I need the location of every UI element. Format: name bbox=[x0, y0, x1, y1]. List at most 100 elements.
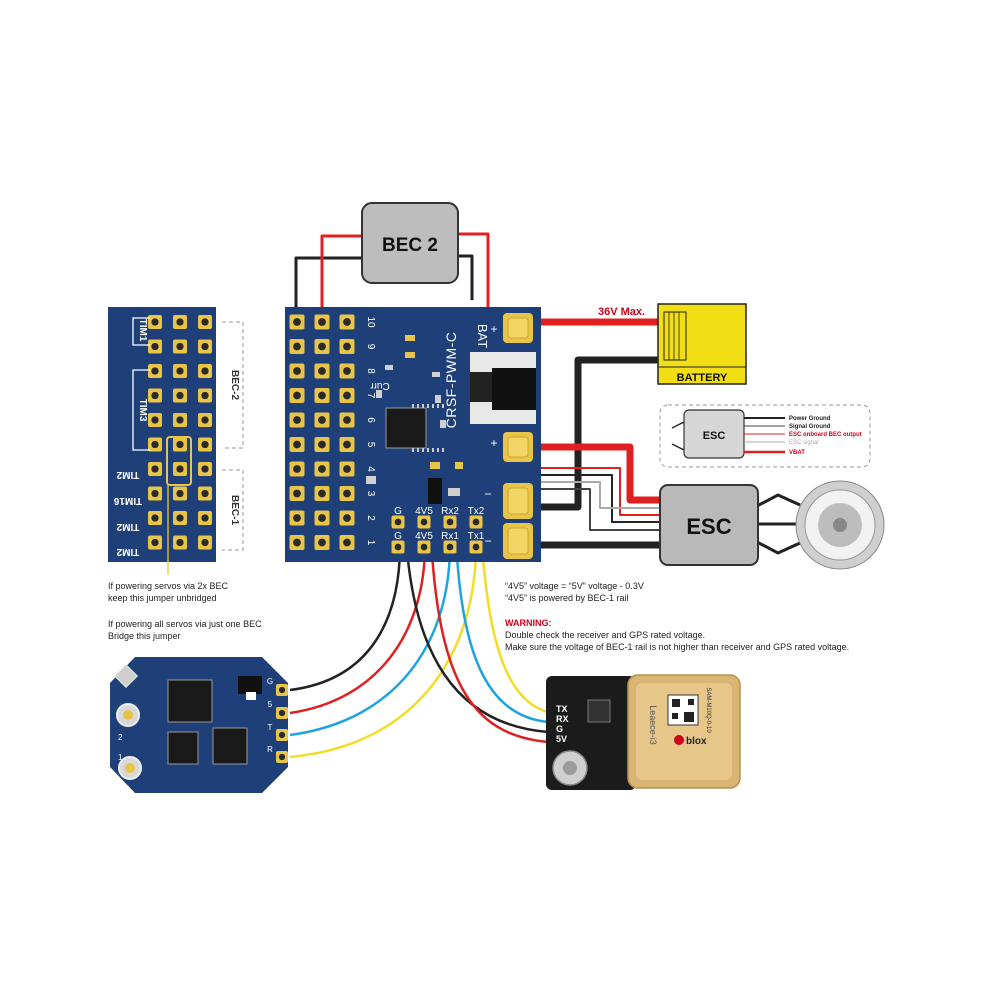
tim3-bracket bbox=[132, 369, 150, 451]
channel-number: 7 bbox=[365, 393, 376, 399]
pad-hole bbox=[394, 543, 402, 551]
pad-hole bbox=[318, 489, 326, 498]
smd-component bbox=[366, 476, 376, 484]
pad-hole bbox=[201, 489, 209, 498]
esc-red-power-lead bbox=[525, 443, 662, 504]
pad-hole bbox=[176, 538, 184, 547]
receiver-chip-2 bbox=[167, 731, 199, 765]
rx-black-wire bbox=[289, 544, 402, 692]
pad-hole bbox=[151, 342, 159, 351]
pad-hole bbox=[151, 416, 159, 424]
rx-yellow-wire bbox=[289, 544, 478, 759]
note-line: If powering servos via 2x BEC bbox=[108, 581, 229, 591]
curr-label: Curr bbox=[370, 380, 390, 391]
bec1-rail-label: BEC-1 bbox=[229, 495, 240, 525]
bec2-module: BEC 2 bbox=[361, 202, 459, 284]
chip-pin bbox=[427, 404, 429, 408]
note-line: keep this jumper unbridged bbox=[108, 593, 217, 603]
warning-note: WARNING: Double check the receiver and G… bbox=[505, 617, 849, 653]
receiver-pads bbox=[276, 684, 288, 763]
chip-pin bbox=[412, 404, 414, 408]
tim-label: TIM1 bbox=[137, 319, 148, 342]
receiver-pad-label: T bbox=[268, 723, 273, 732]
tim-label: TIM2 bbox=[116, 521, 139, 532]
pad-hole bbox=[318, 416, 326, 424]
pad-hole bbox=[318, 514, 326, 522]
channel-number: 8 bbox=[365, 368, 376, 374]
receiver-button bbox=[113, 663, 139, 689]
pad-hole bbox=[201, 465, 209, 473]
gps-pin-label: RX bbox=[556, 714, 569, 724]
receiver-pad-label: R bbox=[267, 745, 273, 754]
esc-legend-text-bec-output: ESC onboard BEC output bbox=[789, 432, 862, 438]
channel-number: 2 bbox=[365, 515, 376, 521]
channel-number: 6 bbox=[365, 417, 376, 423]
gps-brand-logo bbox=[674, 735, 684, 745]
pad-hole bbox=[151, 440, 159, 449]
pad-hole bbox=[176, 440, 184, 449]
chip-pin bbox=[432, 404, 434, 408]
note-line: “4V5” is powered by BEC-1 rail bbox=[505, 593, 629, 603]
pad-hole bbox=[201, 318, 209, 326]
pad-hole bbox=[201, 391, 209, 400]
bec2-box bbox=[361, 202, 459, 284]
battery-label: BATTERY bbox=[677, 372, 728, 384]
pad-hole bbox=[472, 518, 480, 526]
receiver-antenna-connector-1-core bbox=[123, 710, 133, 720]
gps-red-wire bbox=[428, 511, 549, 744]
bec1-rail-bracket bbox=[222, 469, 244, 551]
pad-hole bbox=[278, 709, 286, 717]
receiver-pad-label: 5 bbox=[268, 700, 273, 709]
pad-hole bbox=[318, 342, 326, 351]
esc-legend-text-vbat: VBAT bbox=[789, 450, 805, 456]
gps-antenna-patch-face bbox=[636, 683, 732, 780]
chip-pin bbox=[427, 448, 429, 452]
gps-pin-label: TX bbox=[556, 704, 568, 714]
note-line: “4V5” voltage = “5V” voltage - 0.3V bbox=[505, 581, 644, 591]
rx-blue-wire bbox=[289, 544, 452, 737]
pad-hole bbox=[151, 489, 159, 498]
uart-labels-bottom: G 4V5 Rx1 Tx1 bbox=[394, 531, 485, 542]
esc-legend-label: ESC bbox=[703, 430, 726, 442]
bec2-red-wire bbox=[320, 234, 362, 318]
smd-component bbox=[430, 462, 440, 469]
battery-connector bbox=[663, 311, 687, 361]
pad-hole bbox=[176, 318, 184, 326]
chip-pin bbox=[422, 448, 424, 452]
tim-label: TIM2 bbox=[116, 469, 139, 480]
chip-pin bbox=[442, 404, 444, 408]
jumper-note-unbridged: If powering servos via 2x BEC keep this … bbox=[108, 580, 228, 604]
battery-connector-lines bbox=[668, 312, 680, 360]
pad-hole bbox=[420, 518, 428, 526]
pad-hole bbox=[278, 753, 286, 761]
pad-hole bbox=[151, 391, 159, 400]
motor-wire-3 bbox=[756, 540, 801, 555]
gps-black-wire bbox=[403, 511, 549, 734]
uart-label: Rx2 bbox=[441, 506, 459, 517]
gps-backup-battery-center bbox=[563, 761, 577, 775]
esc-legend-text-power-ground: Power Ground bbox=[789, 416, 831, 422]
gps-module: TX RX G 5V blox SAM-M10Q-0-10 Leaece-i3 bbox=[546, 672, 938, 792]
chip-pin bbox=[437, 404, 439, 408]
pad-hole bbox=[420, 543, 428, 551]
pad-hole bbox=[201, 416, 209, 424]
bec2-label: BEC 2 bbox=[382, 235, 438, 256]
esc-legend-text-signal: ESC signal bbox=[789, 440, 819, 446]
pad-hole bbox=[343, 318, 351, 326]
pad-hole bbox=[151, 318, 159, 326]
pad-hole bbox=[446, 543, 454, 551]
pad-hole bbox=[394, 518, 402, 526]
pad-hole bbox=[151, 514, 159, 522]
receiver-antenna-connector-2-core bbox=[125, 763, 135, 773]
mcu-chip-pins bbox=[412, 404, 444, 452]
note-line: Bridge this jumper bbox=[108, 631, 181, 641]
chip-pin bbox=[417, 404, 419, 408]
pad-hole bbox=[318, 440, 326, 449]
esc-main-box bbox=[659, 484, 759, 566]
warning-line: Double check the receiver and GPS rated … bbox=[505, 630, 706, 640]
uart-label: Rx1 bbox=[441, 531, 459, 542]
pad-hole bbox=[151, 367, 159, 375]
pad-hole bbox=[176, 465, 184, 473]
